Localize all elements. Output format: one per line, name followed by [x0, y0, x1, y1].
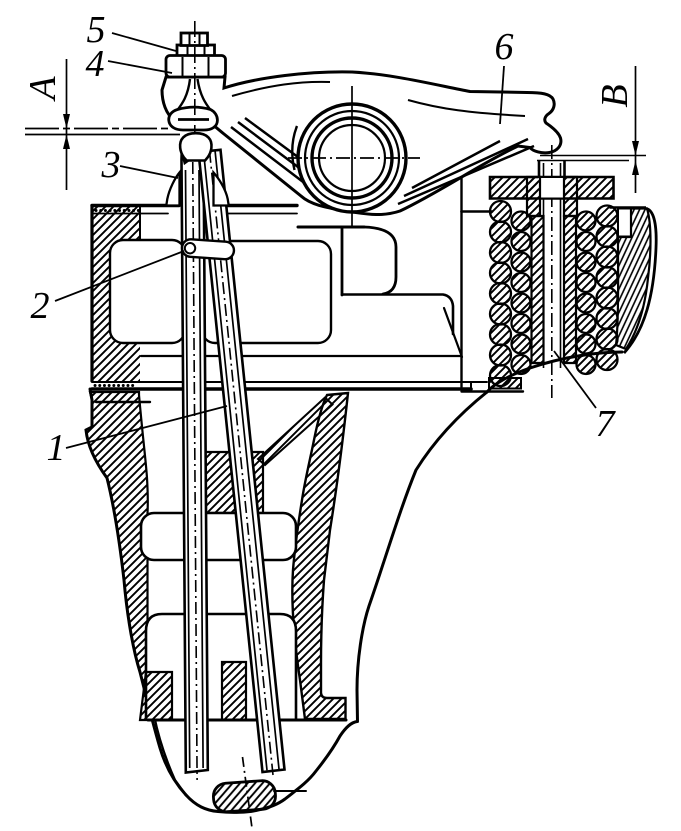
svg-text:7: 7 — [596, 403, 617, 445]
svg-text:6: 6 — [495, 26, 514, 68]
svg-text:1: 1 — [47, 427, 66, 469]
svg-text:B: B — [594, 84, 636, 107]
svg-text:5: 5 — [87, 9, 106, 51]
svg-text:A: A — [22, 76, 64, 103]
svg-text:4: 4 — [86, 43, 105, 85]
svg-text:3: 3 — [101, 144, 121, 186]
svg-text:2: 2 — [31, 285, 50, 327]
